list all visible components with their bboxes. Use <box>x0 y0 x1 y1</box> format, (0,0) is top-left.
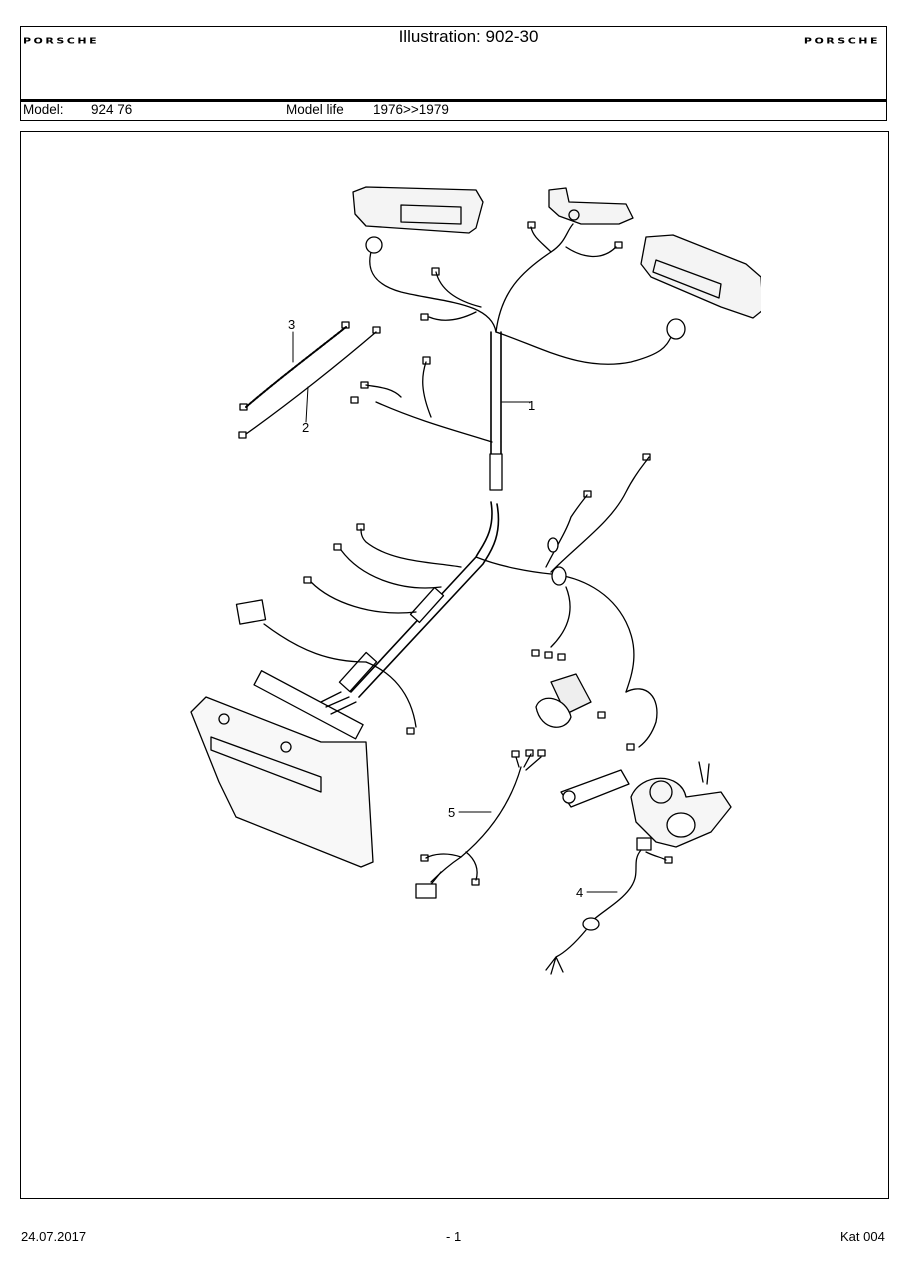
illustration-frame: 1 2 3 4 5 <box>20 131 889 1199</box>
cable-items-2-3 <box>238 321 381 439</box>
footer-catalog: Kat 004 <box>840 1229 885 1244</box>
harness-item-4 <box>545 837 673 975</box>
license-lamp <box>548 187 634 225</box>
relay-board <box>190 670 374 868</box>
rear-lamp-left <box>352 186 484 234</box>
callout-2: 2 <box>302 420 309 435</box>
callout-4: 4 <box>576 885 583 900</box>
model-value: 924 76 <box>91 102 133 117</box>
callout-leaders <box>292 331 618 893</box>
callout-5: 5 <box>448 805 455 820</box>
callout-1: 1 <box>528 398 535 413</box>
footer-page: - 1 <box>446 1229 462 1244</box>
lower-harness <box>235 453 658 751</box>
wiring-harness-diagram: 1 2 3 4 5 <box>190 186 761 975</box>
header-divider <box>21 99 886 102</box>
model-life-value: 1976>>1979 <box>373 102 449 117</box>
upper-harness <box>350 221 686 491</box>
ignition-coil <box>535 673 592 728</box>
rear-lamp-right <box>640 234 761 319</box>
model-label: Model: <box>23 102 64 117</box>
header-box: PORSCHE Illustration: 902-30 PORSCHE Mod… <box>20 26 887 121</box>
callout-3: 3 <box>288 317 295 332</box>
porsche-logo-right: PORSCHE <box>803 36 880 46</box>
porsche-logo-left: PORSCHE <box>23 36 100 46</box>
callouts: 1 2 3 4 5 <box>288 317 583 900</box>
model-life-label: Model life <box>286 102 344 117</box>
footer-date: 24.07.2017 <box>21 1229 87 1244</box>
wiper-motor <box>560 761 732 848</box>
illustration-title: Illustration: 902-30 <box>398 27 539 46</box>
harness-item-5 <box>415 749 546 899</box>
